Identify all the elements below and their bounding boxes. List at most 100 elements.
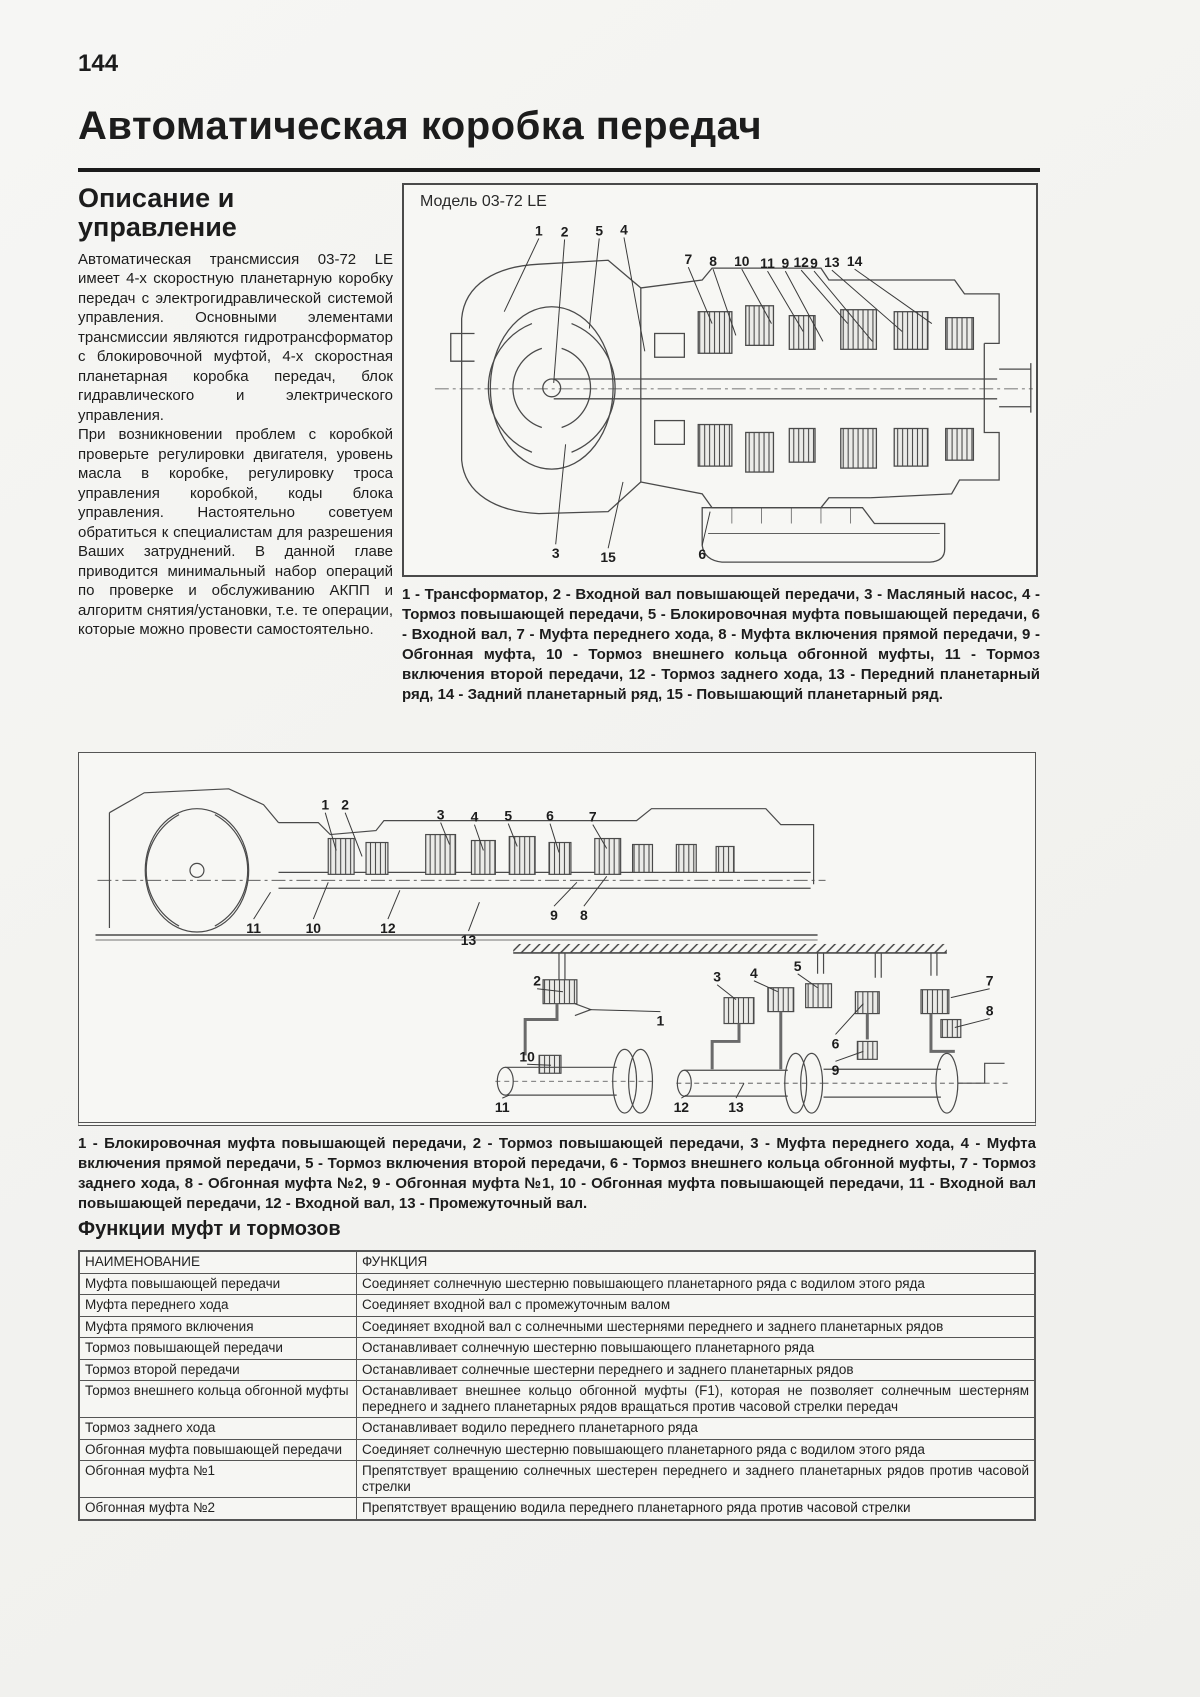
callout-number: 7 — [684, 251, 692, 267]
section-heading-description: Описание и управление — [78, 183, 237, 242]
function-cell: Соединяет входной вал с промежуточным ва… — [356, 1294, 1036, 1317]
function-cell: Останавливает солнечные шестерни передне… — [356, 1358, 1036, 1381]
header-function: ФУНКЦИЯ — [356, 1250, 1036, 1274]
callout-leader-line — [553, 239, 566, 384]
callout-number: 3 — [713, 969, 721, 985]
callout-leader-line — [592, 824, 608, 849]
function-cell: Препятствует вращению водила переднего п… — [356, 1497, 1036, 1520]
name-cell: Обгонная муфта №1 — [78, 1460, 357, 1498]
callout-number: 2 — [561, 223, 569, 239]
callout-leader-line — [831, 269, 903, 332]
name-cell: Тормоз повышающей передачи — [78, 1337, 357, 1360]
callout-number: 13 — [728, 1099, 744, 1115]
callout-leader-line — [473, 824, 484, 851]
name-cell: Муфта переднего хода — [78, 1294, 357, 1317]
diagram1-caption: 1 - Трансформатор, 2 - Входной вал повыш… — [402, 586, 1040, 703]
callout-leader-line — [735, 1082, 745, 1099]
callout-leader-line — [588, 1009, 661, 1013]
callout-leader-line — [954, 1018, 990, 1028]
function-cell: Останавливает солнечную шестерню повышаю… — [356, 1337, 1036, 1360]
function-cell: Останавливает внешнее кольцо обгонной му… — [356, 1380, 1036, 1418]
callout-number: 1 — [657, 1013, 665, 1029]
callout-leader-line — [553, 881, 578, 907]
callout-leader-line — [784, 270, 824, 342]
callout-leader-line — [503, 238, 540, 312]
header-name: НАИМЕНОВАНИЕ — [78, 1250, 357, 1274]
callout-leader-line — [502, 1094, 510, 1099]
callout-number: 12 — [380, 920, 396, 936]
callout-number: 6 — [546, 808, 554, 824]
callout-leader-line — [527, 1063, 552, 1066]
diagram2-caption: 1 - Блокировочная муфта повышающей перед… — [78, 1135, 1036, 1212]
callout-leader-line — [253, 891, 271, 920]
diagram-model-label: Модель 03-72 LE — [420, 193, 547, 210]
callout-leader-line — [468, 902, 480, 932]
callout-leader-line — [753, 980, 779, 993]
callout-number: 10 — [734, 253, 750, 269]
callout-leader-line — [623, 237, 646, 352]
callout-leader-line — [813, 270, 873, 342]
callout-number: 13 — [461, 932, 477, 948]
callout-leader-line — [507, 823, 518, 847]
name-cell: Муфта повышающей передачи — [78, 1272, 357, 1295]
callout-number: 8 — [709, 253, 717, 269]
callout-number: 4 — [471, 809, 479, 825]
description-column: Описание и управление Автоматическая тра… — [78, 184, 393, 640]
callout-number: 14 — [847, 253, 863, 269]
callout-number: 5 — [595, 222, 603, 238]
function-cell: Соединяет входной вал с солнечными шесте… — [356, 1315, 1036, 1338]
callout-leader-line — [687, 266, 713, 324]
name-cell: Обгонная муфта №2 — [78, 1497, 357, 1520]
callout-leader-line — [767, 270, 804, 332]
callout-number: 1 — [321, 797, 329, 813]
callout-number: 1 — [535, 222, 543, 238]
callout-number: 3 — [437, 807, 445, 823]
callout-number: 12 — [793, 254, 809, 270]
callout-number: 12 — [674, 1099, 690, 1115]
name-cell: Тормоз внешнего кольца обгонной муфты — [78, 1380, 357, 1418]
callout-number: 15 — [600, 549, 616, 565]
callout-number: 2 — [533, 973, 541, 989]
callout-number: 9 — [781, 255, 789, 271]
callout-number: 4 — [620, 221, 628, 237]
callout-leader-line — [324, 812, 337, 851]
callout-leader-line — [537, 988, 564, 993]
description-paragraph-1: Автоматическая трансмиссия 03-72 LE имее… — [78, 250, 393, 424]
callout-number: 2 — [341, 797, 349, 813]
callout-number: 11 — [246, 920, 261, 936]
callout-number: 9 — [810, 255, 818, 271]
callout-leader-line — [555, 444, 567, 545]
callout-number: 9 — [550, 907, 558, 923]
callout-number: 6 — [698, 546, 706, 562]
name-cell: Тормоз заднего хода — [78, 1417, 357, 1440]
callout-leader-line — [681, 1094, 687, 1099]
function-cell: Препятствует вращению солнечных шестерен… — [356, 1460, 1036, 1498]
callout-number: 8 — [580, 907, 588, 923]
callout-number: 7 — [986, 973, 994, 989]
callout-number: 5 — [504, 808, 512, 824]
callout-leader-line — [440, 822, 451, 845]
callout-leader-line — [387, 890, 401, 920]
callout-leader-line — [312, 882, 329, 920]
callout-leader-line — [716, 984, 737, 1001]
callout-number: 4 — [750, 965, 758, 981]
callout-leader-line — [835, 1050, 864, 1062]
callout-leader-line — [607, 481, 624, 549]
callout-number: 10 — [519, 1048, 535, 1064]
page-number: 144 — [78, 50, 119, 77]
callout-number: 11 — [760, 255, 775, 271]
callout-leader-line — [835, 1003, 864, 1035]
callout-leader-line — [800, 269, 849, 324]
section-heading-functions: Функции муфт и тормозов — [78, 1218, 341, 1240]
